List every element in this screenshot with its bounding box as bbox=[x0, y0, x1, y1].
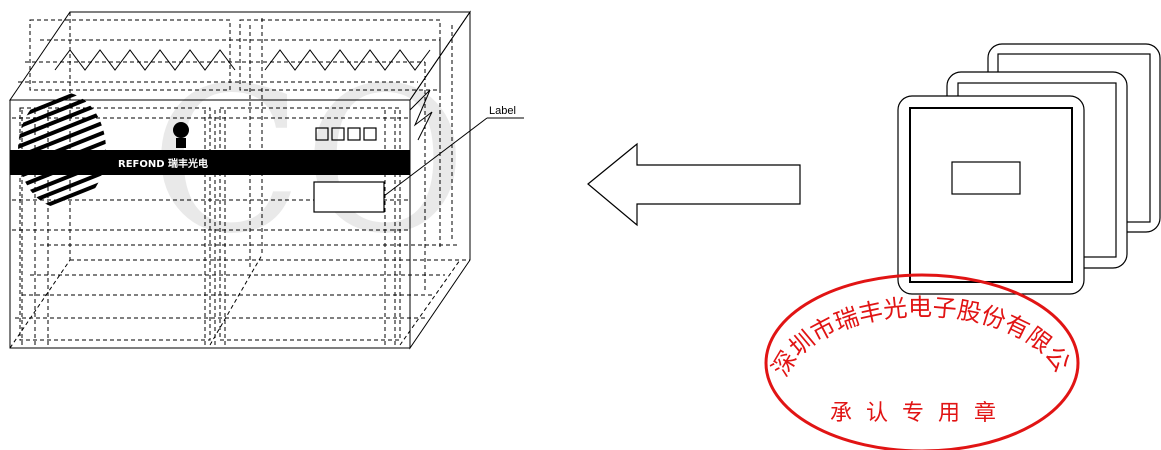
stacked-trays bbox=[897, 43, 1161, 295]
label-box bbox=[313, 181, 385, 213]
label-callout bbox=[383, 117, 524, 197]
label-callout-text: Label bbox=[489, 105, 516, 117]
tray-label-box bbox=[951, 161, 1021, 195]
carton-zigzag-left bbox=[54, 49, 236, 71]
carton-zigzag-right bbox=[264, 49, 431, 71]
carton-zigzag-side bbox=[409, 89, 433, 141]
carton-hidden-edges bbox=[9, 12, 470, 349]
left-arrow-icon bbox=[587, 142, 801, 227]
brand-strip-text: REFOND 瑞丰光电 bbox=[118, 157, 208, 170]
carton-box bbox=[9, 10, 471, 350]
seal-purpose: 承认专用章 bbox=[830, 401, 1010, 426]
marking-squares bbox=[315, 127, 377, 141]
small-round-icon bbox=[173, 122, 189, 148]
tray-front bbox=[897, 95, 1085, 295]
seal-ring bbox=[764, 273, 1080, 450]
brand-strip bbox=[10, 150, 410, 175]
